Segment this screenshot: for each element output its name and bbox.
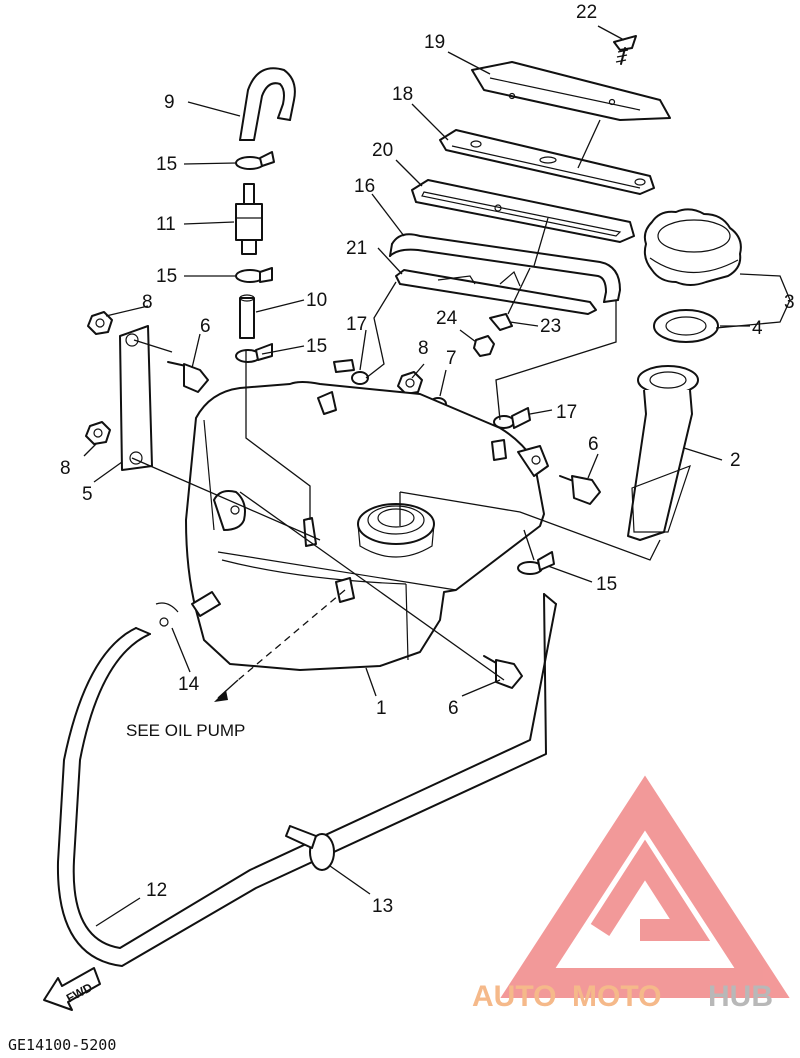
callout-8-right: 8 <box>418 338 429 359</box>
part-18-bracket <box>439 129 655 195</box>
part-22-screw <box>613 35 637 65</box>
part-19-plate <box>471 61 671 121</box>
callout-17-right: 17 <box>556 402 577 423</box>
part-8-nut-right <box>397 371 423 395</box>
drawing-code: GE14100-5200 <box>8 1036 116 1054</box>
callout-9: 9 <box>164 92 175 113</box>
part-24-nut <box>473 335 495 357</box>
see-oil-pump-note: SEE OIL PUMP <box>126 721 245 740</box>
callout-23: 23 <box>540 316 561 337</box>
part-13-clamp <box>285 825 335 871</box>
callout-20: 20 <box>372 140 393 161</box>
callout-15-right: 15 <box>596 574 617 595</box>
part-9-hose <box>239 67 296 141</box>
part-15-clamp-low <box>235 343 273 363</box>
part-6-bolt-right <box>559 475 601 505</box>
part-15-clamp-mid <box>235 267 273 283</box>
callout-22: 22 <box>576 2 597 23</box>
part-2-strainer <box>627 365 699 541</box>
part-15-clamp-right <box>517 551 555 575</box>
part-11-filter <box>235 183 263 255</box>
part-23-clip <box>489 313 513 331</box>
automotohub-logo-mark <box>500 775 790 998</box>
callout-15-top: 15 <box>156 154 177 175</box>
part-3-cap <box>643 208 742 286</box>
automotohub-watermark: AUTO MOTO HUB <box>472 980 773 1013</box>
part-17-clip-left <box>333 359 369 385</box>
watermark-auto: AUTO <box>472 980 556 1013</box>
callout-6-lower: 6 <box>448 698 459 719</box>
callout-24: 24 <box>436 308 458 329</box>
callout-8-top: 8 <box>142 292 153 313</box>
callout-12: 12 <box>146 880 167 901</box>
callout-19: 19 <box>424 32 445 53</box>
part-6-bolt-lower <box>483 655 523 689</box>
callout-labels: 22 19 18 20 16 21 9 15 11 15 8 10 6 17 1… <box>60 2 795 917</box>
callout-4: 4 <box>752 318 763 339</box>
part-16-hose <box>389 233 621 303</box>
part-17-clip-right <box>493 407 531 429</box>
callout-1: 1 <box>376 698 387 719</box>
callout-6-right: 6 <box>588 434 599 455</box>
callout-21: 21 <box>346 238 367 259</box>
callout-7: 7 <box>446 348 457 369</box>
callout-13: 13 <box>372 896 393 917</box>
part-10-hose <box>239 294 255 339</box>
part-15-clamp-top <box>235 151 275 170</box>
fwd-arrow-icon: FWD <box>43 967 101 1011</box>
callout-10: 10 <box>306 290 327 311</box>
callout-11: 11 <box>156 214 176 235</box>
callout-5: 5 <box>82 484 93 505</box>
watermark-moto: MOTO <box>572 980 661 1013</box>
callout-2: 2 <box>730 450 741 471</box>
callout-8-low: 8 <box>60 458 71 479</box>
callout-16: 16 <box>354 176 375 197</box>
part-8-nut-left-low <box>85 421 111 445</box>
part-4-gasket <box>653 309 719 343</box>
callout-6-upper: 6 <box>200 316 211 337</box>
part-8-nut-left-top <box>87 311 113 335</box>
part-14-drain-fitting <box>155 591 221 627</box>
callout-17-left: 17 <box>346 314 367 335</box>
part-21-plate <box>395 269 597 315</box>
callout-18: 18 <box>392 84 413 105</box>
part-20-gasket <box>411 179 635 243</box>
callout-14: 14 <box>178 674 200 695</box>
part-1-oil-tank <box>185 381 549 671</box>
callout-15-mid: 15 <box>156 266 177 287</box>
watermark-hub: HUB <box>708 980 773 1013</box>
part-12-hose <box>56 593 557 967</box>
callout-15-low: 15 <box>306 336 327 357</box>
callout-3: 3 <box>784 292 795 313</box>
part-5-bracket <box>119 325 153 471</box>
part-6-bolt-upper <box>167 361 209 393</box>
leader-lines <box>83 25 791 927</box>
